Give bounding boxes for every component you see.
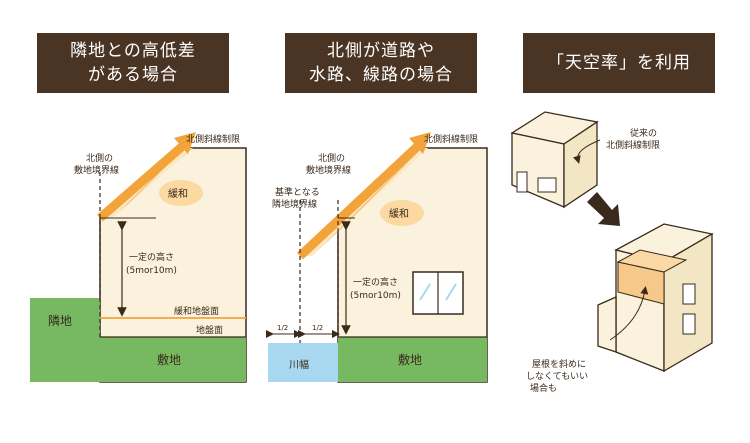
panel2-height-label-2: (5mor10m) — [350, 291, 401, 301]
panel1-limit-label: 北側斜線制限 — [186, 133, 240, 145]
panel1-diagram: 北側斜線制限 北側の 敷地境界線 緩和 一定の高さ (5mor10m) 緩和地盤… — [30, 132, 247, 383]
river — [268, 343, 338, 382]
panel1-boundary-label-1: 北側の — [86, 152, 113, 164]
down-arrow — [587, 192, 620, 226]
panel2-half-left: 1/2 — [277, 324, 288, 332]
slope-arrow — [97, 140, 188, 222]
panel2-height-label-1: 一定の高さ — [353, 276, 398, 288]
conventional-house — [510, 111, 599, 209]
panel1-title: 隣地との高低差がある場合 — [37, 33, 229, 93]
panel3-roof-note-2: しなくてもいい — [526, 371, 588, 382]
panel1-site-label: 敷地 — [157, 352, 181, 367]
panel1-boundary-label-2: 敷地境界線 — [74, 164, 119, 176]
slope-arrow — [296, 140, 424, 260]
panel3-diagram: 従来の 北側斜線制限 屋根を斜めに しなくてもいい 場合も — [510, 111, 714, 394]
panel2-half-right: 1/2 — [312, 324, 323, 332]
panel3-roof-note-1: 屋根を斜めに — [532, 358, 586, 370]
panel2-relief-label: 緩和 — [389, 207, 409, 220]
panel3-roof-note-3: 場合も — [530, 382, 557, 394]
panel2-river-label: 川幅 — [289, 358, 309, 371]
sky-ratio-house — [597, 223, 714, 373]
panel1-relief-label: 緩和 — [168, 187, 188, 200]
panel1-ground-label: 地盤面 — [196, 324, 223, 336]
panel2-site-label: 敷地 — [398, 352, 422, 367]
panel2-boundary-label-1: 北側の — [318, 152, 345, 164]
neighbor-block — [30, 298, 100, 382]
panel3-conventional-label-2: 北側斜線制限 — [606, 139, 660, 151]
site-block — [338, 337, 487, 382]
panel1-neighbor-label: 隣地 — [48, 313, 72, 328]
panel2-title: 北側が道路や水路、線路の場合 — [285, 33, 477, 93]
panel1-height-label-2: (5mor10m) — [126, 266, 177, 276]
panel2-base-label-2: 隣地境界線 — [272, 198, 317, 210]
site-block — [100, 337, 246, 382]
panel2-diagram: 北側斜線制限 北側の 敷地境界線 基準となる 隣地境界線 緩和 一定の高さ (5… — [266, 132, 488, 383]
panel1-height-label-1: 一定の高さ — [129, 251, 174, 263]
panel2-limit-label: 北側斜線制限 — [424, 133, 478, 145]
panel3-conventional-label-1: 従来の — [630, 127, 657, 139]
panel2-boundary-label-2: 敷地境界線 — [306, 164, 351, 176]
panel2-base-label-1: 基準となる — [275, 186, 320, 198]
panel3-title: 「天空率」を利用 — [523, 33, 715, 93]
panel1-relaxed-ground-label: 緩和地盤面 — [174, 305, 219, 317]
